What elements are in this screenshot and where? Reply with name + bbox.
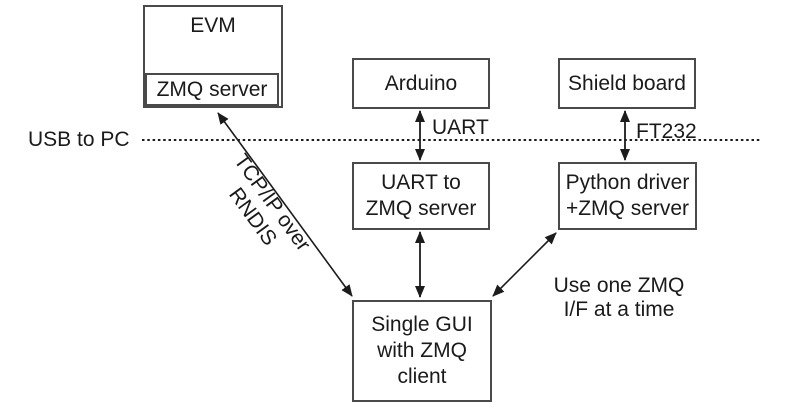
shield-board-label: Shield board [568,71,686,95]
uart-label: UART [432,116,489,139]
use-one-zmq-note-line2: I/F at a time [563,298,675,321]
ft232-label: FT232 [636,120,697,143]
python-driver-line2: +ZMQ server [565,197,690,220]
use-one-zmq-note-line1: Use one ZMQ [553,274,685,297]
arduino-label: Arduino [384,71,458,95]
tcpip-rndis-label: TCP/IP over RNDIS [198,135,325,285]
single-gui-line2: with ZMQ [377,339,467,362]
evm-box: EVM ZMQ server [143,5,283,108]
arduino-box: Arduino [352,58,490,109]
uart-to-zmq-server-line1: UART to [381,171,461,194]
single-gui-line1: Single GUI [371,313,473,336]
python-driver-box: Python driver +ZMQ server [558,162,697,230]
evm-zmq-server-subbox: ZMQ server [145,73,279,106]
uart-to-zmq-server-box: UART to ZMQ server [352,162,490,230]
single-gui-box: Single GUI with ZMQ client [352,300,492,402]
usb-to-pc-label: USB to PC [28,128,130,151]
single-gui-line3: client [397,365,447,388]
evm-label: EVM [190,14,236,37]
uart-to-zmq-server-line2: ZMQ server [365,197,477,220]
arrow-python-gui [492,232,557,297]
shield-board-box: Shield board [558,58,696,109]
python-driver-line1: Python driver [565,171,690,194]
evm-zmq-server-label: ZMQ server [156,77,268,101]
use-one-zmq-note: Use one ZMQ I/F at a time [548,274,690,322]
